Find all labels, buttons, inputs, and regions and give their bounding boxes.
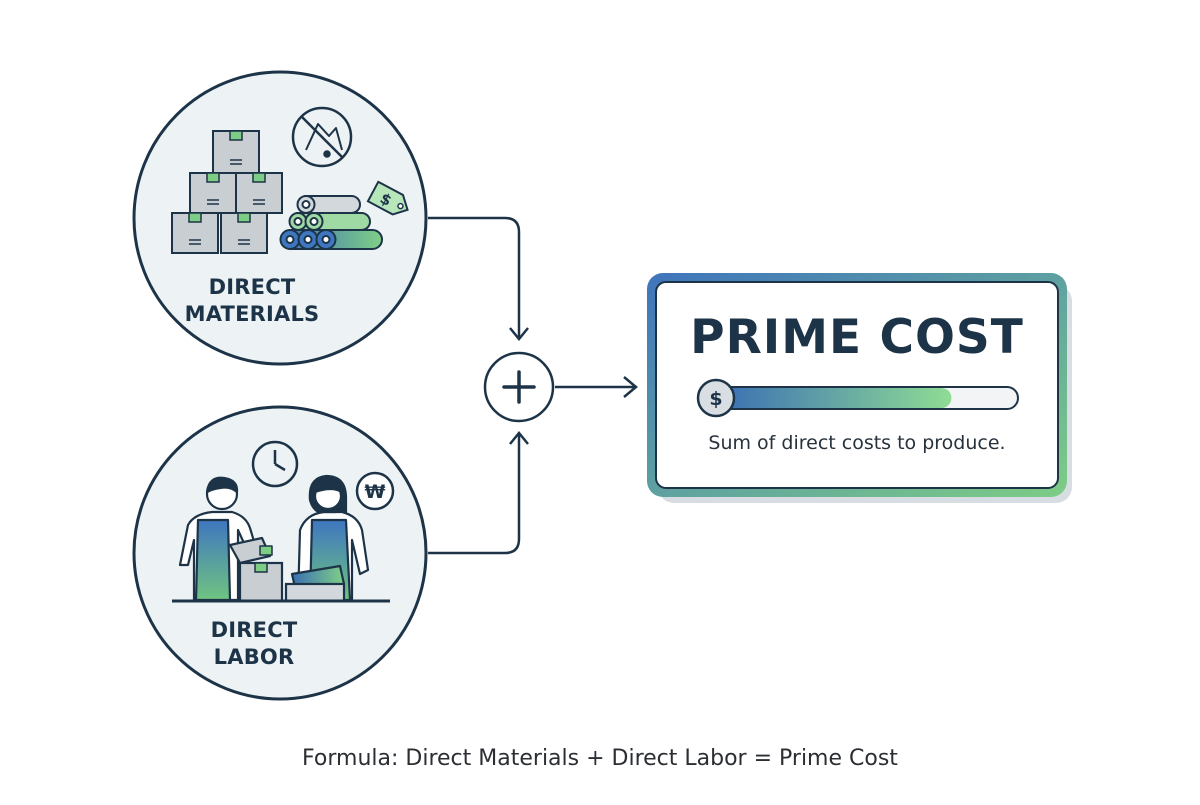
direct-materials-node: $: [132, 70, 428, 366]
dollar-symbol: $: [709, 388, 722, 410]
box-stack-icon: [171, 130, 283, 254]
direct-materials-label-line2: MATERIALS: [184, 302, 320, 326]
direct-materials-label-line1: DIRECT: [208, 275, 296, 299]
coin-symbol: ₩: [365, 481, 386, 503]
prime-cost-card: $: [647, 273, 1072, 503]
direct-labor-node: ₩: [132, 405, 428, 701]
card-body: [655, 281, 1059, 489]
fabric-rolls-icon: [279, 195, 383, 250]
formula-caption: Formula: Direct Materials + Direct Labor…: [302, 746, 898, 771]
direct-labor-label-line1: DIRECT: [210, 618, 298, 642]
won-coin-icon: ₩: [355, 471, 395, 511]
cost-meter: $: [696, 378, 1019, 418]
meter-fill: [719, 388, 952, 408]
connector-labor-to-plus: [428, 431, 529, 555]
connector-materials-to-plus: [428, 216, 529, 341]
plus-icon: [502, 370, 536, 404]
direct-labor-label: DIRECT LABOR: [184, 617, 324, 671]
connector-plus-to-result: [555, 376, 638, 398]
plus-operator: [483, 351, 555, 423]
dollar-icon: [696, 378, 736, 418]
direct-materials-label: DIRECT MATERIALS: [182, 274, 322, 328]
direct-labor-label-line2: LABOR: [213, 645, 295, 669]
no-waste-icon: [291, 106, 353, 168]
clock-icon: [251, 440, 299, 488]
price-tag-icon: $: [366, 180, 409, 216]
prime-cost-title: PRIME COST: [690, 310, 1024, 365]
worker-icon: [178, 476, 273, 602]
prime-cost-description: Sum of direct costs to produce.: [708, 432, 1006, 454]
